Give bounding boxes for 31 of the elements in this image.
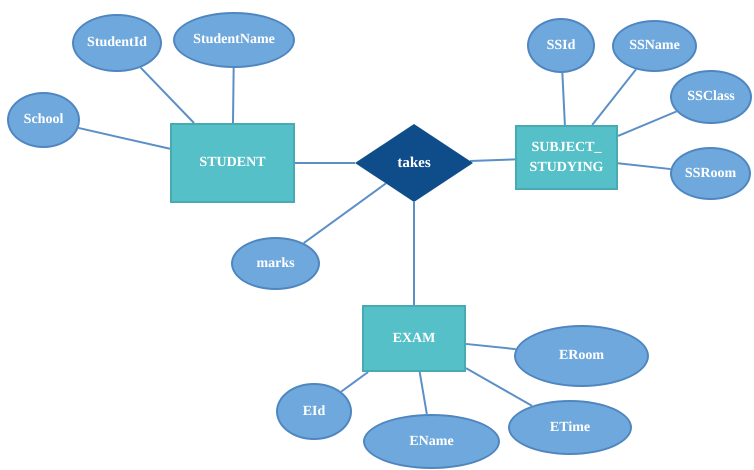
connector-line (561, 72, 566, 126)
attribute-ellipse: SSId (527, 18, 595, 73)
entity-box: SUBJECT_ STUDYING (515, 125, 618, 190)
connector-line (466, 367, 532, 407)
attribute-ellipse: SSRoom (670, 147, 751, 200)
connector-line (303, 182, 386, 244)
connector-line (470, 158, 516, 162)
attribute-ellipse: ETime (508, 400, 632, 455)
connector-line (618, 110, 677, 137)
connector-line (413, 202, 415, 305)
connector-line (418, 372, 428, 414)
attribute-ellipse: SSName (612, 20, 697, 72)
attribute-ellipse: EName (363, 414, 500, 469)
attribute-ellipse: StudentId (72, 14, 162, 72)
attribute-ellipse: ERoom (514, 325, 649, 387)
attribute-ellipse: marks (231, 237, 320, 290)
connector-line (140, 66, 195, 124)
attribute-ellipse: StudentName (173, 12, 295, 68)
entity-box: EXAM (362, 305, 466, 372)
attribute-ellipse: SSClass (670, 70, 752, 124)
connector-line (591, 68, 637, 126)
connector-line (618, 162, 671, 170)
connector-line (78, 126, 170, 150)
connector-line (340, 371, 369, 392)
relationship-diamond: takes (355, 124, 473, 202)
connector-line (295, 162, 355, 164)
attribute-ellipse: School (7, 92, 80, 148)
connector-line (466, 342, 516, 350)
attribute-ellipse: EId (276, 383, 352, 440)
connector-line (232, 68, 235, 124)
entity-box: STUDENT (170, 123, 295, 203)
